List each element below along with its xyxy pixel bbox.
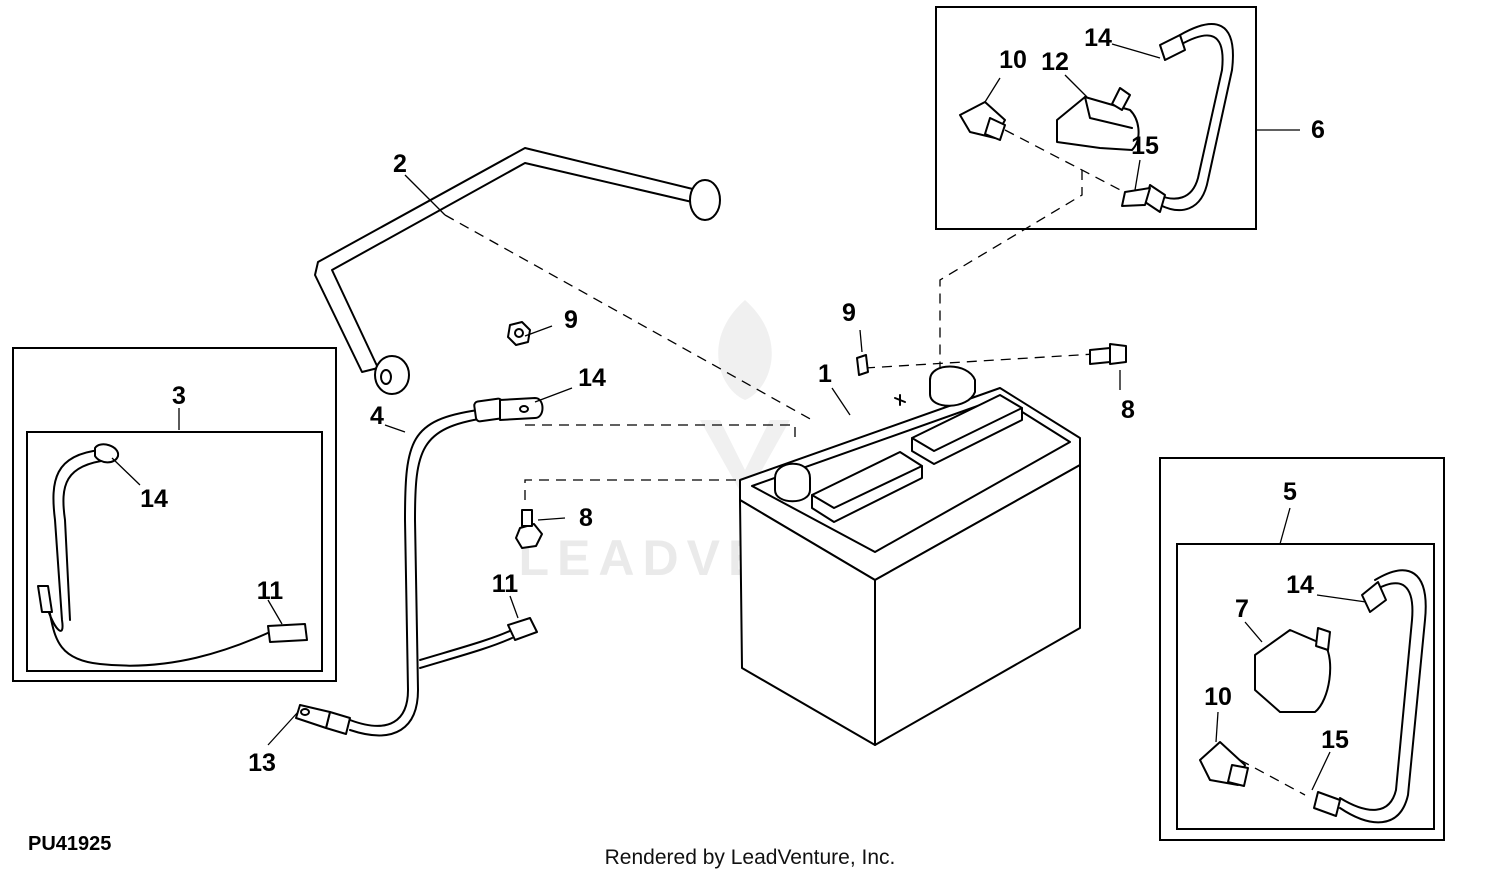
battery-hold-down-rod bbox=[314, 147, 721, 395]
callout-8-right: 8 bbox=[1121, 396, 1135, 424]
callout-15-lower: 15 bbox=[1321, 726, 1349, 754]
callout-14-lower-right: 14 bbox=[1286, 571, 1314, 599]
nut-left-icon bbox=[507, 321, 531, 346]
callout-9-right: 9 bbox=[842, 299, 856, 327]
bolt-right-icon bbox=[1089, 343, 1127, 365]
terminal-cover-icon bbox=[1056, 96, 1140, 151]
callout-14-left-kit: 14 bbox=[140, 485, 168, 513]
callout-10-upper: 10 bbox=[999, 46, 1027, 74]
render-credit: Rendered by LeadVenture, Inc. bbox=[605, 846, 896, 869]
callout-2: 2 bbox=[393, 150, 407, 178]
callout-5: 5 bbox=[1283, 478, 1297, 506]
callout-7: 7 bbox=[1235, 595, 1249, 623]
callout-12: 12 bbox=[1041, 48, 1069, 76]
callout-8-left: 8 bbox=[579, 504, 593, 532]
callout-labels: 1 2 3 4 5 6 7 8 8 9 9 10 12 14 15 14 11 … bbox=[140, 24, 1349, 777]
bolt-left-icon bbox=[515, 523, 543, 549]
kit-box-upper-right bbox=[935, 6, 1257, 230]
callout-9-left: 9 bbox=[564, 306, 578, 334]
kit-lower-right-parts bbox=[1199, 569, 1427, 824]
callout-10-lower: 10 bbox=[1204, 683, 1232, 711]
callout-11-cable: 11 bbox=[492, 570, 519, 598]
kit-box-left-outer bbox=[12, 347, 337, 682]
leader-lines bbox=[111, 43, 1367, 791]
figure-id: PU41925 bbox=[28, 833, 111, 855]
callout-3: 3 bbox=[172, 382, 186, 410]
callout-14-upper-right: 14 bbox=[1084, 24, 1112, 52]
battery bbox=[739, 365, 1081, 746]
negative-cable bbox=[295, 397, 544, 737]
kit-box-lower-right-outer bbox=[1159, 457, 1445, 841]
kit-box-lower-right-inner bbox=[1176, 543, 1435, 830]
hardware bbox=[507, 321, 1127, 549]
kit-box-left-inner bbox=[26, 431, 323, 672]
callout-14-cable: 14 bbox=[578, 364, 606, 392]
v-watermark-icon bbox=[700, 420, 790, 500]
callout-1: 1 bbox=[818, 360, 832, 388]
kit-upper-right-parts bbox=[959, 23, 1234, 213]
positive-cable-assembly-left bbox=[37, 443, 308, 667]
flame-watermark-icon bbox=[718, 300, 772, 400]
callout-13: 13 bbox=[248, 749, 276, 777]
nut-right-icon bbox=[856, 354, 869, 376]
callout-11-left-kit: 11 bbox=[257, 577, 284, 605]
callout-6: 6 bbox=[1311, 116, 1325, 144]
callout-15-upper: 15 bbox=[1131, 132, 1159, 160]
callout-4: 4 bbox=[370, 402, 384, 430]
